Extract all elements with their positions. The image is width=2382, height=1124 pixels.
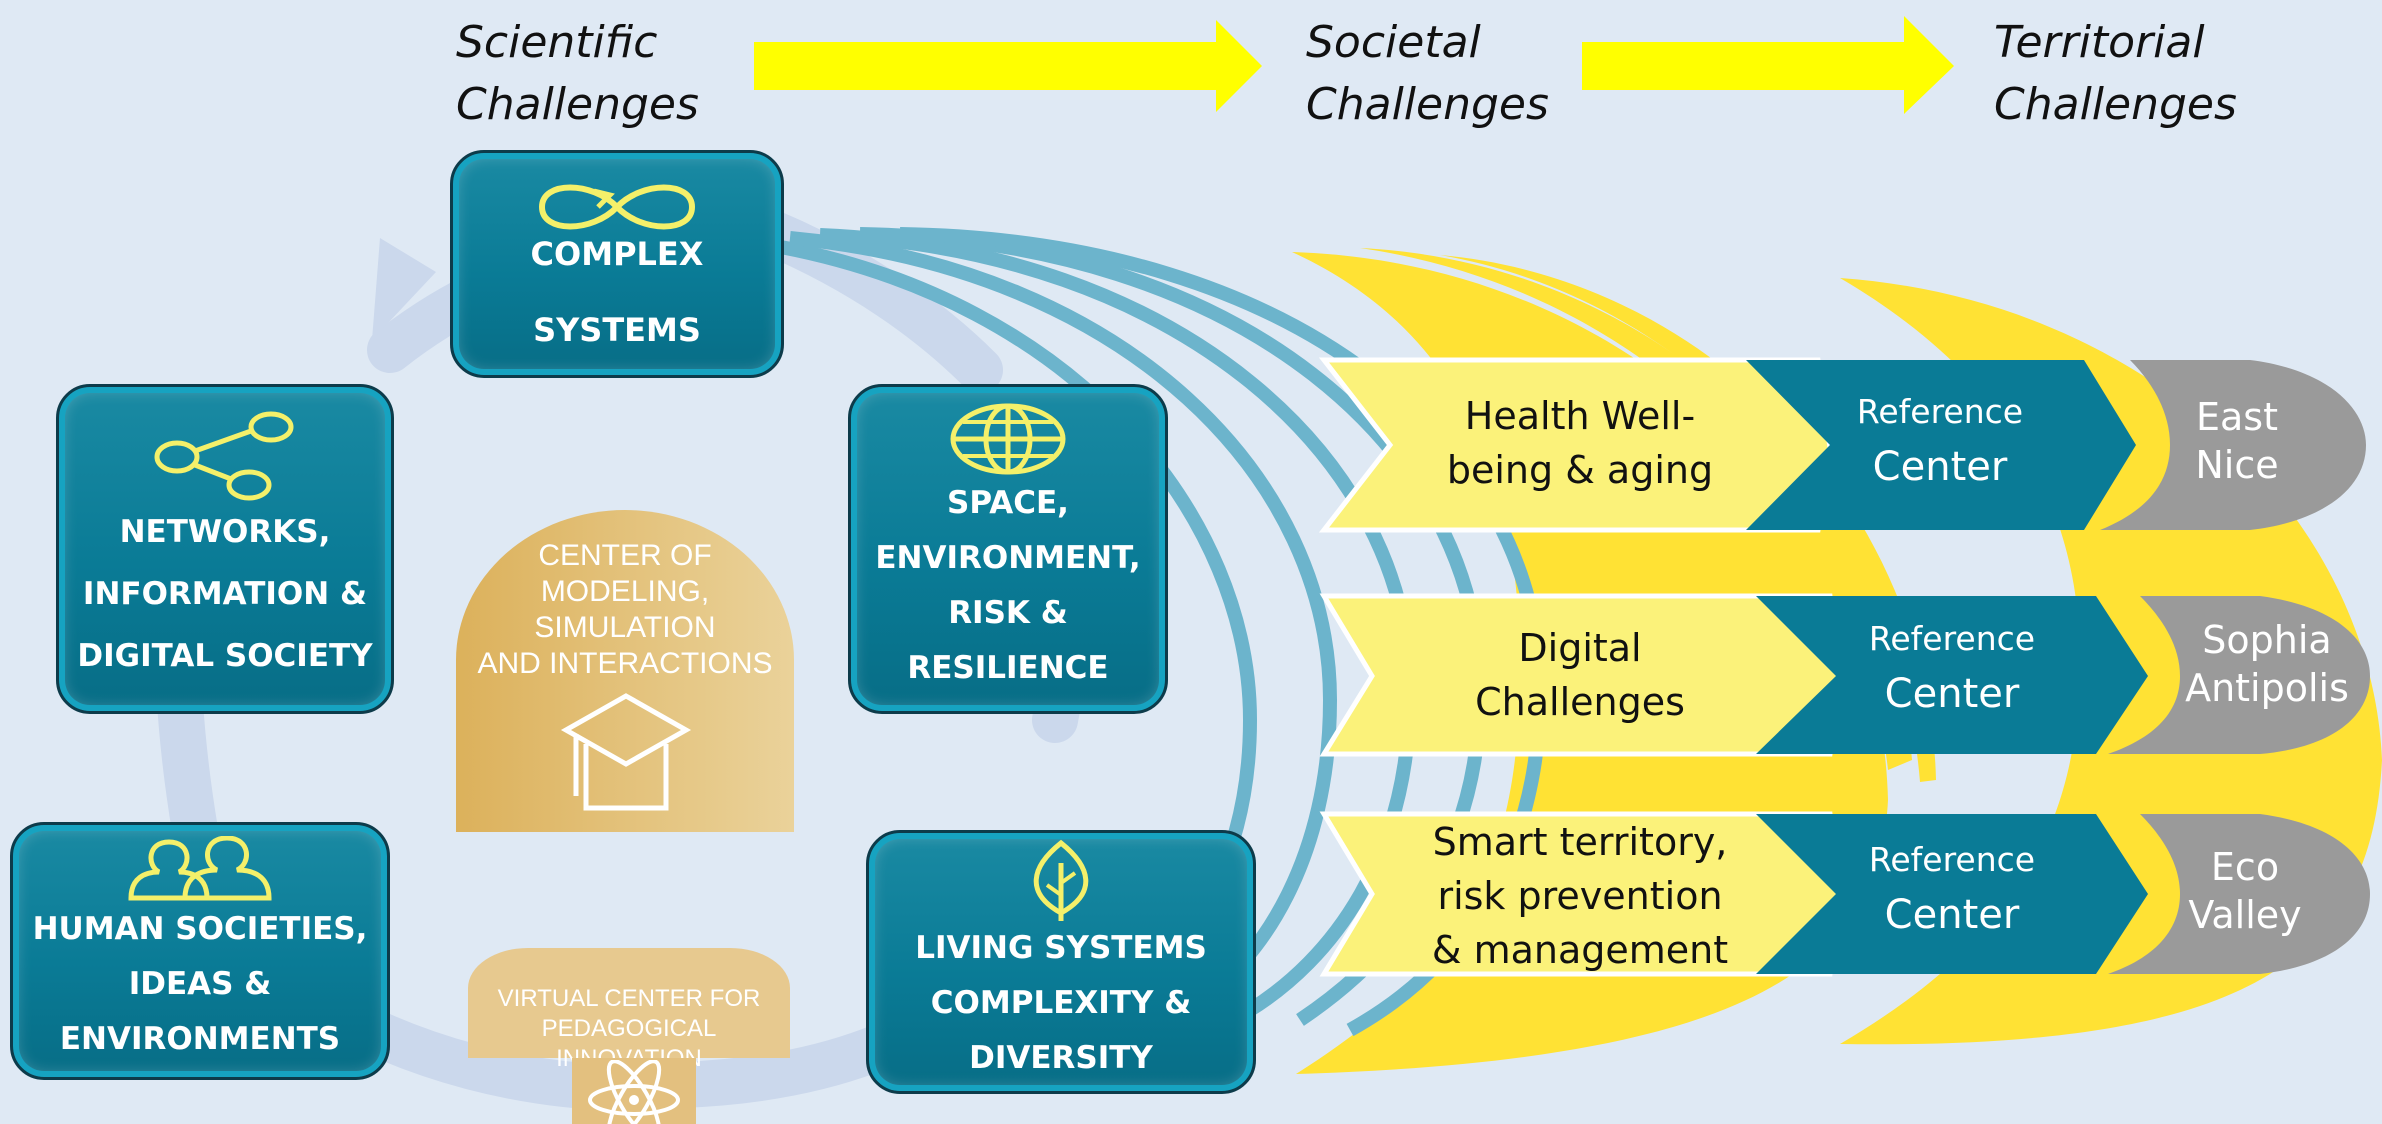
center-label: Center <box>1872 444 2008 490</box>
science-box-living-systems: LIVING SYSTEMS COMPLEXITY & DIVERSITY <box>866 830 1256 1094</box>
graduation-cap-icon <box>560 693 692 811</box>
reference-label: Reference <box>1868 840 2036 879</box>
science-box-complex-systems: COMPLEX SYSTEMS <box>450 150 784 378</box>
societal-label-health: Health Well- being & aging <box>1446 394 1714 492</box>
globe-icon <box>950 403 1066 475</box>
infinity-icon <box>538 184 696 230</box>
science-box-label: SPACE, ENVIRONMENT, RISK & RESILIENCE <box>875 485 1141 686</box>
science-box-label: LIVING SYSTEMS COMPLEXITY & DIVERSITY <box>915 929 1207 1076</box>
arrow-societal-to-territorial <box>1582 16 1954 114</box>
center-of-modeling-label: CENTER OF MODELING, SIMULATION AND INTER… <box>477 539 773 680</box>
people-icon <box>128 835 272 900</box>
territory-label-sophia-antipolis: Sophia Antipolis <box>2185 618 2349 710</box>
territory-label-eco-valley: Eco Valley <box>2188 845 2302 937</box>
science-box-human-societies: HUMAN SOCIETIES, IDEAS & ENVIRONMENTS <box>10 822 390 1080</box>
societal-label-smart-territory: Smart territory, risk prevention & manag… <box>1431 820 1729 972</box>
reference-center-row1: Reference Center <box>1800 390 2080 500</box>
societal-label-digital: Digital Challenges <box>1475 626 1685 724</box>
center-of-modeling: CENTER OF MODELING, SIMULATION AND INTER… <box>456 510 794 832</box>
reference-center-row3: Reference Center <box>1812 838 2092 948</box>
center-label: Center <box>1884 671 2020 717</box>
center-label: Center <box>1884 892 2020 938</box>
network-icon <box>154 411 294 501</box>
arrow-scientific-to-societal <box>754 20 1262 112</box>
virtual-center-base <box>572 1058 696 1124</box>
territory-label-east-nice: East Nice <box>2195 395 2279 487</box>
science-box-label: COMPLEX SYSTEMS <box>530 235 704 349</box>
reference-label: Reference <box>1856 392 2024 431</box>
leaf-icon <box>1033 839 1089 921</box>
science-box-label: NETWORKS, INFORMATION & DIGITAL SOCIETY <box>77 514 373 674</box>
virtual-center: VIRTUAL CENTER FOR PEDAGOGICAL INNOVATIO… <box>468 948 790 1072</box>
row-chevrons <box>1318 357 2370 977</box>
reference-center-row2: Reference Center <box>1812 617 2092 727</box>
reference-label: Reference <box>1868 619 2036 658</box>
header-scientific-challenges: Scientific Challenges <box>456 17 699 130</box>
science-box-space-environment: SPACE, ENVIRONMENT, RISK & RESILIENCE <box>848 384 1168 714</box>
header-territorial-challenges: Territorial Challenges <box>1994 17 2237 130</box>
header-societal-challenges: Societal Challenges <box>1306 17 1549 130</box>
science-box-networks: NETWORKS, INFORMATION & DIGITAL SOCIETY <box>56 384 394 714</box>
atom-icon <box>588 1060 680 1124</box>
science-box-label: HUMAN SOCIETIES, IDEAS & ENVIRONMENTS <box>32 910 368 1057</box>
